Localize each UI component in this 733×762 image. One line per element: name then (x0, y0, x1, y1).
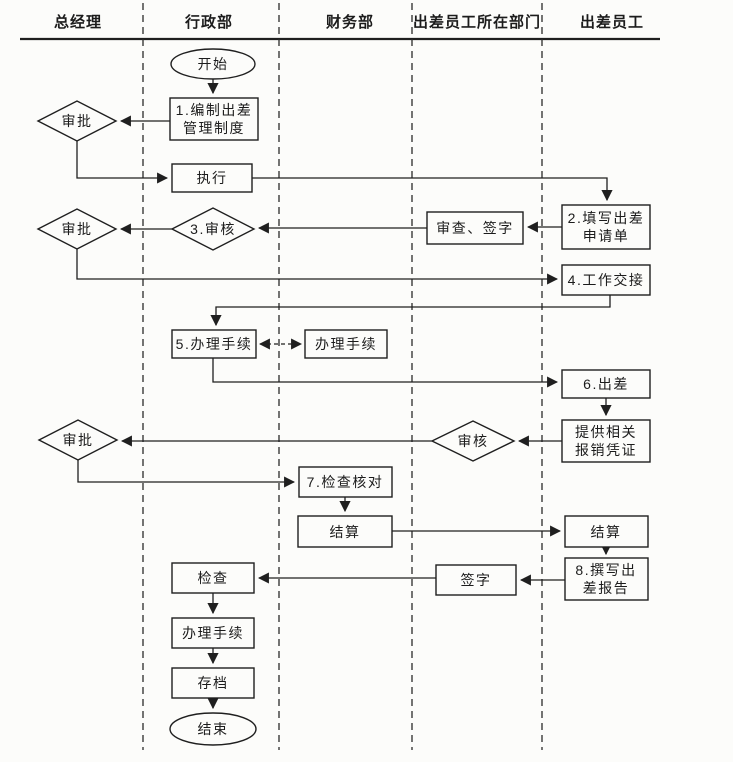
edge-procedure5-to-trip (212, 358, 559, 388)
node-work-handover-label: 4.工作交接 (568, 272, 645, 288)
node-inspect-shape (171, 562, 255, 594)
node-approve-1-shape (36, 100, 118, 142)
node-procedure-admin-shape (171, 617, 255, 649)
node-verify-7-label: 7.检查核对 (307, 474, 384, 490)
node-settle-finance: 结算 (297, 515, 393, 548)
node-end-label: 结束 (198, 721, 229, 737)
node-fill-application-shape (561, 204, 651, 250)
node-audit-diamond-shape (430, 420, 516, 462)
node-sign-label: 签字 (461, 572, 492, 588)
node-settle-employee-shape (564, 515, 649, 548)
node-procedure-5-shape (171, 329, 257, 359)
node-fill-application-label-line2: 申请单 (583, 228, 630, 244)
node-review-sign-shape (426, 211, 524, 245)
node-approve-3: 审批 (37, 419, 119, 461)
node-draft-policy: 1.编制出差 管理制度 (169, 97, 259, 141)
node-settle-finance-shape (297, 515, 393, 548)
node-procedure-finance-shape (304, 329, 388, 359)
node-draft-policy-label-line2: 管理制度 (183, 120, 245, 136)
edges (76, 79, 613, 710)
node-archive-label: 存档 (198, 675, 229, 691)
node-settle-employee: 结算 (564, 515, 649, 548)
node-end: 结束 (169, 712, 257, 746)
lane-header-finance-dept: 财务部 (326, 13, 374, 31)
node-approve-2-label: 审批 (62, 221, 93, 237)
node-review-sign: 审查、签字 (426, 211, 524, 245)
node-draft-policy-label-line1: 1.编制出差 (176, 102, 253, 118)
node-execute-label: 执行 (197, 170, 228, 186)
node-provide-evidence: 提供相关 报销凭证 (561, 419, 651, 463)
node-business-trip-label: 6.出差 (583, 376, 629, 392)
node-approve-2-shape (36, 208, 118, 250)
node-audit-diamond: 审核 (430, 420, 516, 462)
node-write-report-label-line1: 8.撰写出 (575, 562, 636, 578)
edge-approve2-to-handover (76, 249, 559, 285)
lane-dividers (142, 3, 543, 750)
node-settle-employee-label: 结算 (591, 524, 622, 540)
edge-approve3-to-verify7 (77, 460, 296, 488)
node-provide-evidence-label-line1: 提供相关 (575, 424, 637, 440)
lane-header-admin-dept: 行政部 (184, 13, 233, 31)
node-procedure-5: 5.办理手续 (171, 329, 257, 359)
node-write-report-shape (564, 557, 649, 601)
node-write-report: 8.撰写出 差报告 (564, 557, 649, 601)
node-audit-3-label: 3.审核 (190, 221, 236, 237)
node-verify-7: 7.检查核对 (298, 466, 393, 498)
node-write-report-label-line2: 差报告 (583, 580, 630, 596)
node-approve-3-label: 审批 (63, 432, 94, 448)
edge-approve1-to-execute (76, 141, 169, 184)
node-business-trip-shape (561, 369, 651, 399)
node-fill-application-label-line1: 2.填写出差 (568, 210, 645, 226)
lane-header-employee-dept: 出差员工所在部门 (413, 13, 541, 31)
node-fill-application: 2.填写出差 申请单 (561, 204, 651, 250)
node-procedure-5-label: 5.办理手续 (176, 336, 253, 352)
edge-execute-to-fill (252, 177, 613, 202)
node-verify-7-shape (298, 466, 393, 498)
node-review-sign-label: 审查、签字 (436, 220, 514, 236)
node-execute: 执行 (171, 163, 253, 193)
node-approve-1-label: 审批 (62, 113, 93, 129)
lane-header-travel-employee: 出差员工 (580, 13, 644, 31)
node-draft-policy-shape (169, 97, 259, 141)
node-settle-finance-label: 结算 (330, 524, 361, 540)
node-audit-3: 3.审核 (170, 207, 256, 251)
node-procedure-finance: 办理手续 (304, 329, 388, 359)
node-audit-3-shape (170, 207, 256, 251)
node-audit-diamond-label: 审核 (458, 433, 489, 449)
node-sign: 签字 (435, 564, 517, 596)
node-work-handover-shape (561, 264, 651, 296)
node-provide-evidence-label-line2: 报销凭证 (575, 442, 637, 458)
edge-handover-to-procedure5 (210, 295, 611, 327)
node-approve-3-shape (37, 419, 119, 461)
node-approve-1: 审批 (36, 100, 118, 142)
node-start-label: 开始 (198, 56, 229, 72)
node-inspect: 检查 (171, 562, 255, 594)
lane-header-row: 总经理 行政部 财务部 出差员工所在部门 出差员工 (20, 13, 660, 41)
node-start: 开始 (170, 48, 256, 80)
node-business-trip: 6.出差 (561, 369, 651, 399)
node-procedure-admin-label: 办理手续 (182, 625, 244, 641)
node-inspect-label: 检查 (198, 570, 229, 586)
node-work-handover: 4.工作交接 (561, 264, 651, 296)
node-archive-shape (171, 667, 255, 699)
node-start-shape (170, 48, 256, 80)
node-sign-shape (435, 564, 517, 596)
lane-header-general-manager: 总经理 (54, 13, 102, 31)
node-end-shape (169, 712, 257, 746)
node-archive: 存档 (171, 667, 255, 699)
node-procedure-finance-label: 办理手续 (315, 336, 377, 352)
node-approve-2: 审批 (36, 208, 118, 250)
node-execute-shape (171, 163, 253, 193)
node-provide-evidence-shape (561, 419, 651, 463)
node-procedure-admin: 办理手续 (171, 617, 255, 649)
